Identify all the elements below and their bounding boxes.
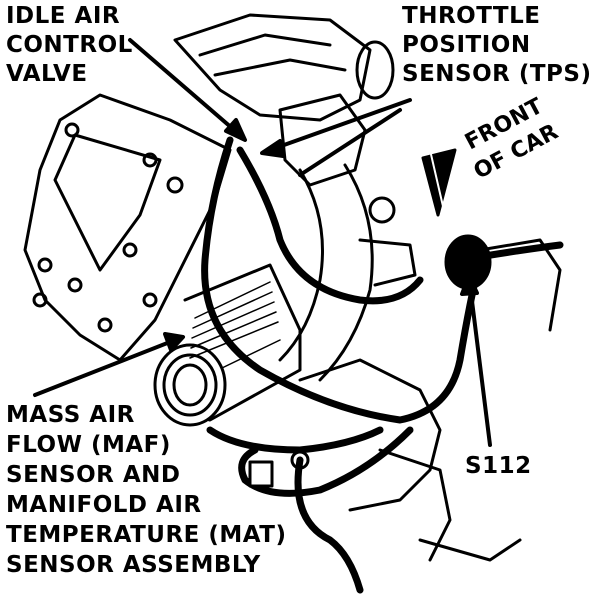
maf-sensor-label: MASS AIR FLOW (MAF) SENSOR AND MANIFOLD … bbox=[6, 400, 287, 580]
iac-label-line-3: VALVE bbox=[6, 61, 88, 87]
tps-label: THROTTLE POSITION SENSOR (TPS) bbox=[402, 2, 592, 89]
iac-label-line-1: IDLE AIR bbox=[6, 3, 121, 29]
maf-label-line-4: MANIFOLD AIR bbox=[6, 492, 202, 518]
intake-plenum bbox=[173, 13, 372, 122]
arrow-s112 bbox=[468, 283, 492, 447]
wiring-harness-branch-1 bbox=[236, 146, 424, 305]
valve-cover-ridge bbox=[53, 133, 162, 272]
iac-label-line-2: CONTROL bbox=[6, 32, 133, 58]
maf-label-line-5: TEMPERATURE (MAT) bbox=[6, 522, 287, 548]
splice-s112-label: S112 bbox=[465, 453, 532, 479]
air-duct bbox=[278, 168, 324, 362]
arrow-maf bbox=[33, 338, 177, 397]
throttle-body bbox=[278, 93, 367, 187]
iac-valve-label: IDLE AIR CONTROL VALVE bbox=[6, 2, 133, 89]
wiring-harness-branch-3 bbox=[238, 426, 414, 497]
tps-label-line-2: POSITION bbox=[402, 32, 531, 58]
maf-label-line-2: FLOW (MAF) bbox=[6, 432, 171, 458]
arrow-tps-2 bbox=[298, 108, 402, 177]
tps-label-line-1: THROTTLE bbox=[402, 3, 541, 29]
tps-label-line-3: SENSOR (TPS) bbox=[402, 61, 592, 87]
arrow-tps-1 bbox=[268, 98, 412, 152]
maf-label-line-3: SENSOR AND bbox=[6, 462, 181, 488]
arrow-iac bbox=[128, 38, 242, 137]
wiring-harness-branch-4 bbox=[294, 456, 364, 594]
maf-label-line-1: MASS AIR bbox=[6, 402, 135, 428]
front-of-car-arrow bbox=[421, 148, 457, 217]
front-of-car-label: FRONT OF CAR bbox=[461, 94, 562, 185]
wiring-harness-main bbox=[201, 136, 484, 424]
valve-cover bbox=[23, 93, 232, 362]
maf-label-line-6: SENSOR ASSEMBLY bbox=[6, 552, 261, 578]
